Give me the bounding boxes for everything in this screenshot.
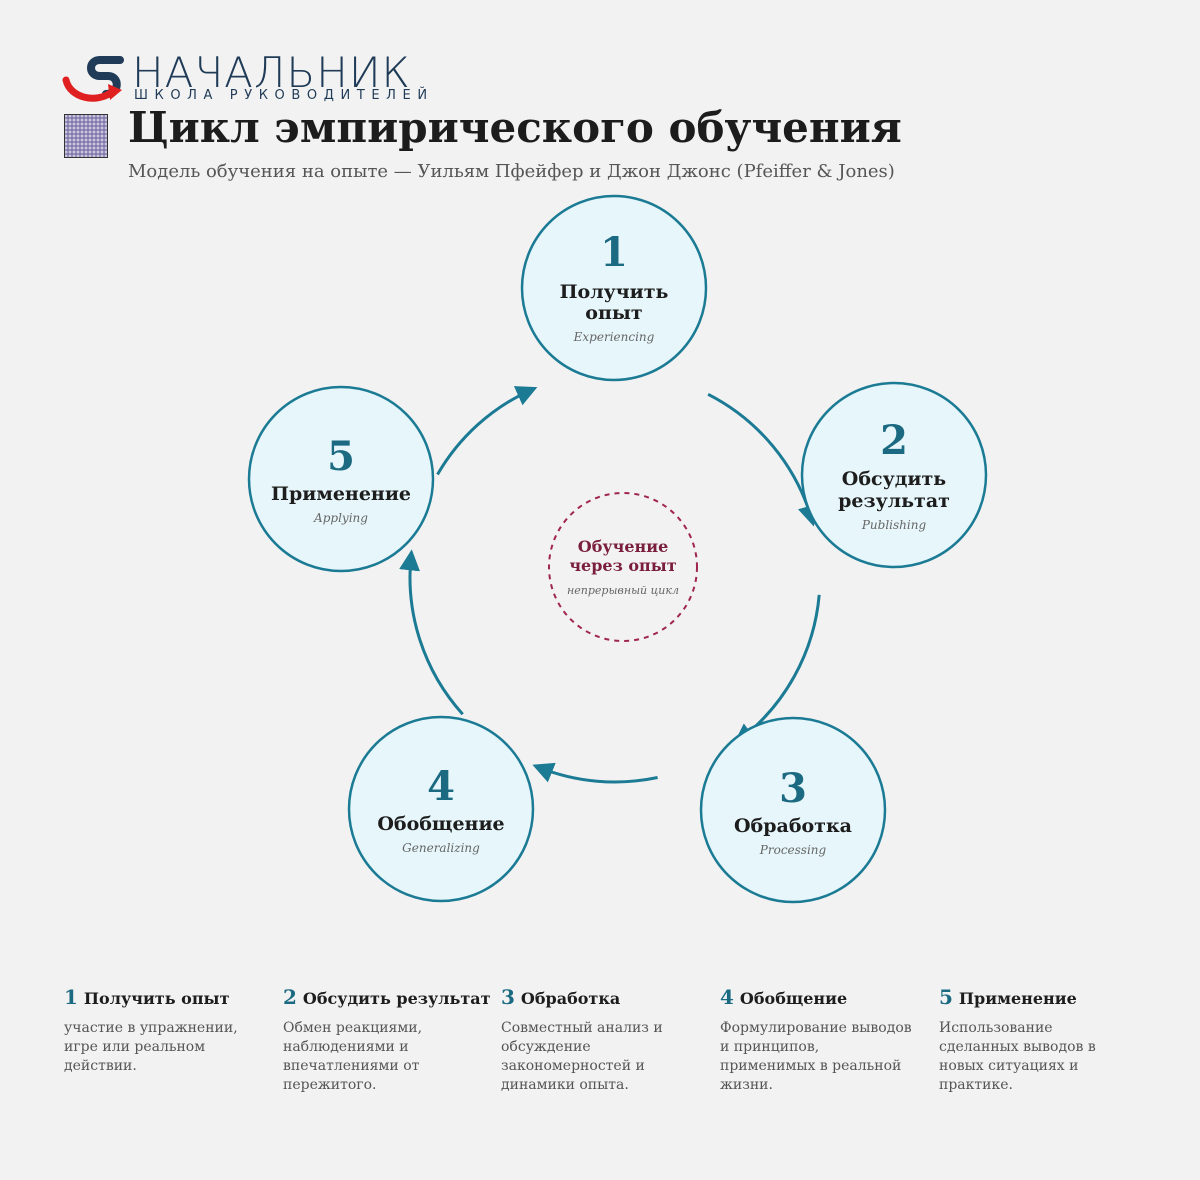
stage-4-number: 4 [427,763,455,810]
stage-3-english: Processing [759,843,827,857]
legend-number: 4 [720,985,734,1009]
legend-item-4: 4 Обобщение Формулирование выводов и прин… [720,985,915,1095]
arrow-4-to-5 [399,549,464,716]
center-dashed-circle [548,492,698,642]
legend-description: Совместный анализ и обсуждение закономер… [501,1020,663,1093]
stage-4-title: Обобщение [377,813,504,835]
legend-item-3: 3 Обработка Совместный анализ и обсуждени… [501,985,696,1095]
stage-2-node: 2 Обсудить результат Publishing [800,381,988,569]
stage-5-english: Applying [313,511,368,525]
legend-title: Получить опыт [83,989,230,1008]
stage-3-circle [699,716,887,904]
stage-4-circle [347,715,535,903]
center-title-line2: через опыт [569,556,676,575]
arrow-5-to-1 [436,386,538,476]
legend-number: 3 [501,985,515,1009]
stage-4-node: 4 Обобщение Generalizing [347,715,535,903]
legend-description: Формулирование выводов и принципов, прим… [720,1020,912,1093]
arrow-3-to-4 [532,762,658,784]
page-title: Цикл эмпирического обучения [128,103,902,152]
legend-item-5: 5 Применение Использование сделанных выво… [939,985,1134,1095]
legend-item-2: 2 Обсудить результат Обмен реакциями, наб… [283,985,491,1095]
logo-tagline: ШКОЛА РУКОВОДИТЕЛЕЙ [134,88,434,103]
stage-1-title-line2: опыт [585,302,642,324]
stage-5-title: Применение [271,483,411,505]
stage-4-english: Generalizing [402,841,480,855]
stage-1-circle [520,194,708,382]
stage-5-number: 5 [327,433,355,480]
logo-arrow-icon [62,56,124,102]
cycle-diagram: Обучение через опыт непрерывный цикл 1 П… [247,194,988,904]
stage-1-title-line1: Получить [560,281,669,303]
stage-2-title-line2: результат [838,490,950,512]
stage-5-circle [247,385,435,573]
arrow-1-to-2 [707,392,819,527]
center-subtitle: непрерывный цикл [567,584,679,597]
page-subtitle: Модель обучения на опыте — Уильям Пфейфе… [128,161,895,182]
stage-5-node: 5 Применение Applying [247,385,435,573]
legend-title: Обработка [520,989,621,1008]
stage-2-number: 2 [880,417,908,464]
legend-description: Обмен реакциями, наблюдениями и впечатле… [283,1020,423,1093]
stage-2-circle [800,381,988,569]
stage-2-english: Publishing [861,518,927,532]
stage-3-number: 3 [779,765,807,812]
legend-description: Использование сделанных выводов в новых … [939,1020,1096,1093]
stage-2-title-line1: Обсудить [842,468,946,490]
stage-1-number: 1 [600,229,628,276]
legend-title: Обсудить результат [302,989,491,1008]
legend-title: Применение [958,989,1077,1008]
legend-description: участие в упражнении, игре или реальном … [64,1020,238,1074]
legend-item-1: 1 Получить опыт участие в упражнении, игр… [64,985,259,1076]
stage-3-node: 3 Обработка Processing [699,716,887,904]
legend-number: 5 [939,985,953,1009]
center-title-line1: Обучение [578,537,669,556]
stage-1-english: Experiencing [573,330,655,344]
stage-3-title: Обработка [734,815,852,837]
logo-brand-text: НАЧАЛЬНИК [132,48,411,97]
legend-title: Обобщение [739,989,848,1008]
stage-1-node: 1 Получить опыт Experiencing [520,194,708,382]
brand-logo: НАЧАЛЬНИК ШКОЛА РУКОВОДИТЕЛЕЙ [62,50,442,110]
center-label: Обучение через опыт непрерывный цикл [548,492,698,642]
legend-number: 2 [283,985,297,1009]
legend-number: 1 [64,985,78,1009]
grid-pattern-icon [64,114,108,158]
